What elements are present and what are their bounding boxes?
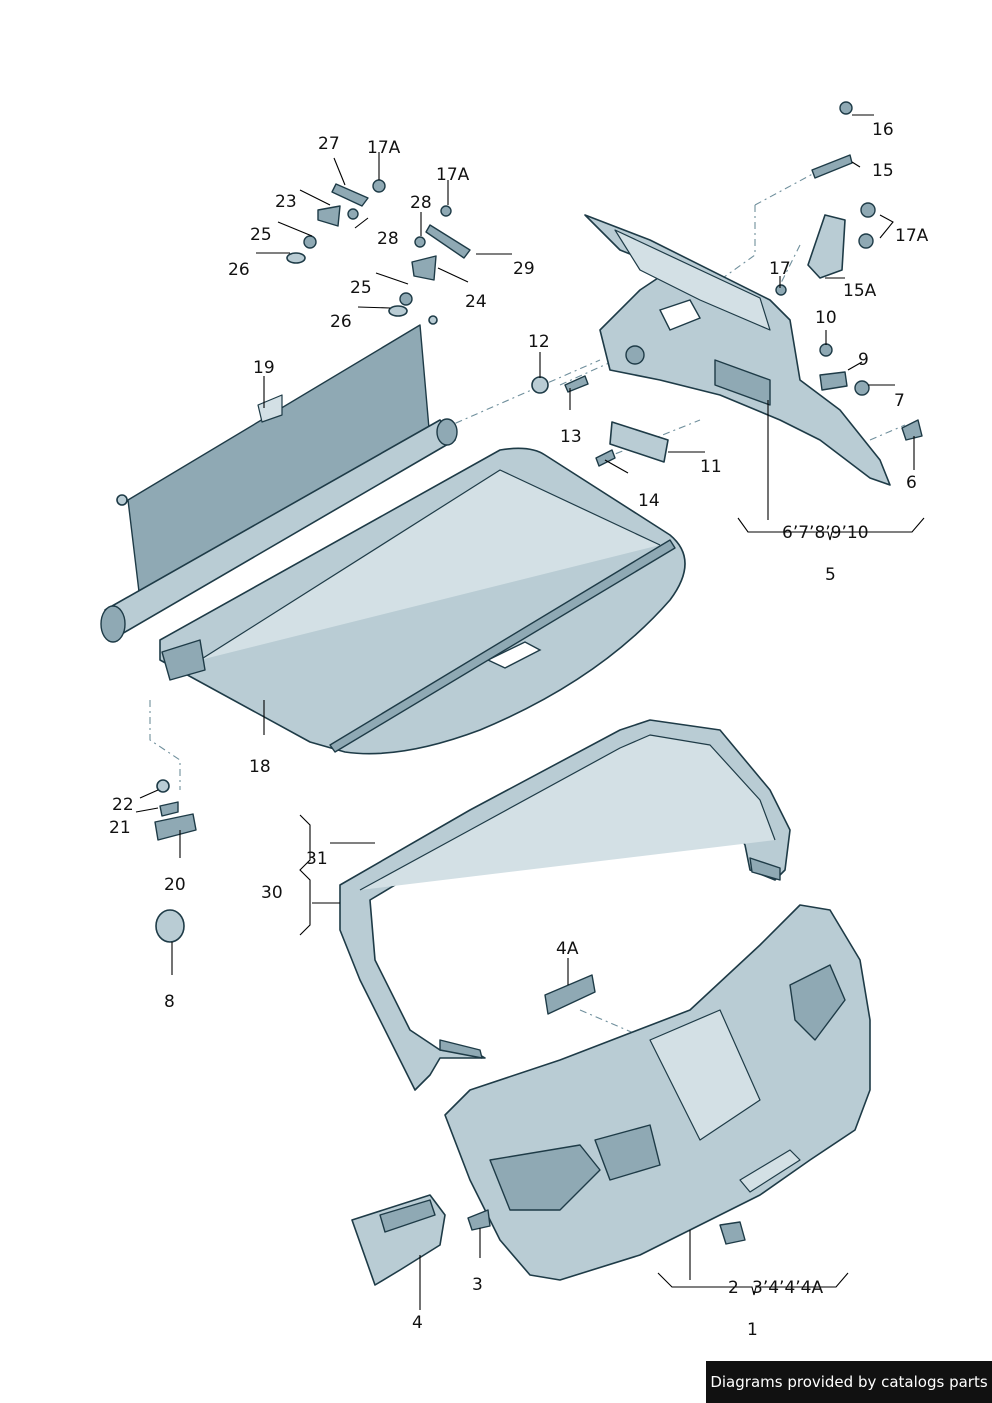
callout-22: 22 <box>112 795 134 815</box>
callout-2-group: 3’4’4’4A <box>752 1278 823 1298</box>
callout-11: 11 <box>700 457 722 477</box>
callout-14: 14 <box>638 491 660 511</box>
callout-20: 20 <box>164 875 186 895</box>
callout-17: 17 <box>769 259 791 279</box>
callout-1: 1 <box>747 1320 758 1340</box>
callout-7: 7 <box>894 391 905 411</box>
callout-9: 9 <box>858 350 869 370</box>
callout-12: 12 <box>528 332 550 352</box>
tailgate-lower-trim <box>444 904 871 1281</box>
callout-17A-top: 17A <box>367 138 401 158</box>
callout-27: 27 <box>318 134 340 154</box>
callout-26-upper: 26 <box>228 260 250 280</box>
side-trim-panel <box>584 214 891 486</box>
leader-lines <box>135 114 925 1310</box>
callout-15A: 15A <box>843 281 877 301</box>
parcel-shelf <box>159 447 686 755</box>
callout-21: 21 <box>109 818 131 838</box>
tailgate-upper-frame <box>339 719 791 1091</box>
callout-26-lower: 26 <box>330 312 352 332</box>
credit-footer: Diagrams provided by catalogs parts <box>706 1361 992 1403</box>
callout-19: 19 <box>253 358 275 378</box>
callout-24: 24 <box>465 292 487 312</box>
callout-17A-mid: 17A <box>436 165 470 185</box>
small-parts <box>154 101 923 1286</box>
callout-10: 10 <box>815 308 837 328</box>
callout-4A: 4A <box>556 939 579 959</box>
callout-13: 13 <box>560 427 582 447</box>
callout-18: 18 <box>249 757 271 777</box>
callout-8: 8 <box>164 992 175 1012</box>
callout-28-upper: 28 <box>410 193 432 213</box>
callout-17A-right: 17A <box>895 226 929 246</box>
callout-25-lower: 25 <box>350 278 372 298</box>
callout-30: 30 <box>261 883 283 903</box>
callout-5: 5 <box>825 565 836 585</box>
callout-15: 15 <box>872 161 894 181</box>
callout-2: 2 <box>728 1278 739 1298</box>
callout-3: 3 <box>472 1275 483 1295</box>
roller-blind <box>100 315 458 643</box>
callout-29: 29 <box>513 259 535 279</box>
callout-23: 23 <box>275 192 297 212</box>
callout-25-upper: 25 <box>250 225 272 245</box>
callout-4: 4 <box>412 1313 423 1333</box>
callout-16: 16 <box>872 120 894 140</box>
callout-6: 6 <box>906 473 917 493</box>
callout-31: 31 <box>306 849 328 869</box>
callout-5-group: 6’7’8’9’10 <box>782 523 869 543</box>
callout-labels: 1 2 3’4’4’4A 3 4 4A 5 6’7’8’9’10 6 7 8 9… <box>109 120 929 1340</box>
callout-28-lower: 28 <box>377 229 399 249</box>
